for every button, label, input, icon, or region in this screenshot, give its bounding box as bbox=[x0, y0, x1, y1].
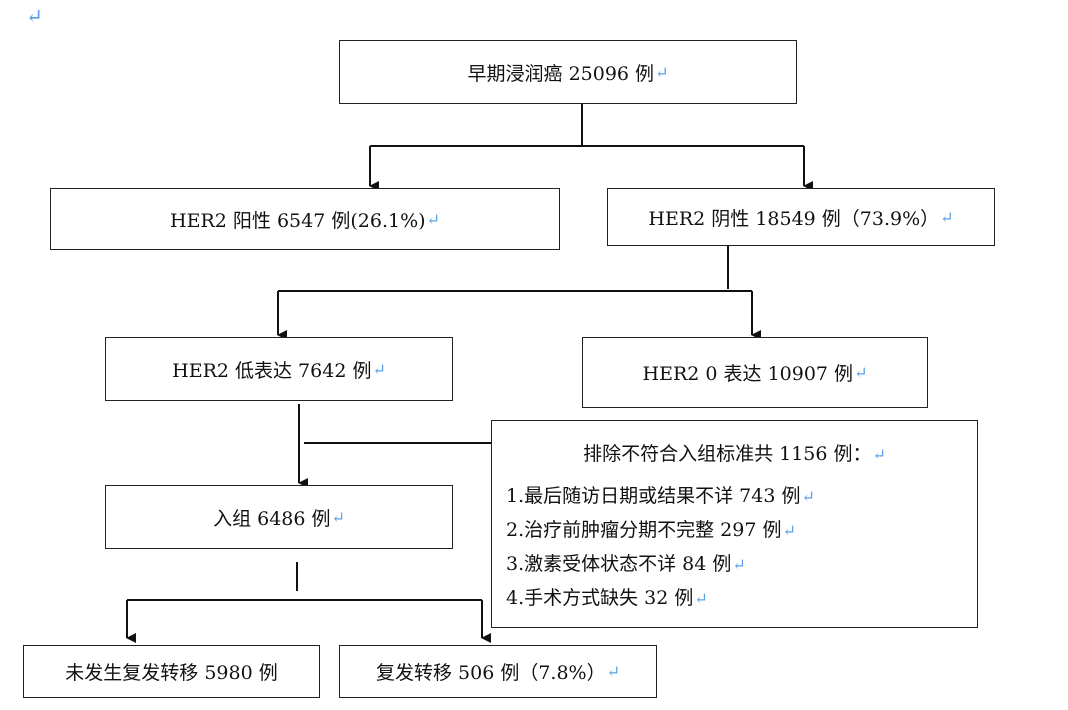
paragraph-mark-icon: ↵ bbox=[801, 487, 815, 506]
exclusion-title: 排除不符合入组标准共 1156 例：↵ bbox=[583, 443, 886, 465]
exclusion-item: 4.手术方式缺失 32 例↵ bbox=[506, 587, 708, 609]
paragraph-mark-icon: ↵ bbox=[655, 62, 669, 82]
her2-low-box: HER2 低表达 7642 例↵ bbox=[105, 337, 453, 401]
her2-zero-label: HER2 0 表达 10907 例 bbox=[642, 363, 854, 385]
her2-low-label: HER2 低表达 7642 例 bbox=[172, 359, 372, 382]
paragraph-mark-icon: ↵ bbox=[331, 507, 345, 527]
recurrence-label: 复发转移 506 例（7.8%） bbox=[375, 662, 606, 684]
paragraph-mark-icon: ↵ bbox=[426, 209, 440, 229]
paragraph-mark-icon: ↵ bbox=[372, 359, 386, 379]
paragraph-mark-icon: ↵ bbox=[694, 589, 708, 608]
her2-positive-box: HER2 阳性 6547 例(26.1%)↵ bbox=[50, 188, 560, 250]
paragraph-mark-icon: ↵ bbox=[26, 4, 43, 28]
paragraph-mark-icon: ↵ bbox=[782, 521, 796, 540]
paragraph-mark-icon: ↵ bbox=[872, 445, 886, 464]
her2-positive-label: HER2 阳性 6547 例(26.1%) bbox=[170, 209, 426, 232]
no-recurrence-label: 未发生复发转移 5980 例 bbox=[65, 662, 278, 684]
total-cases-label: 早期浸润癌 25096 例 bbox=[467, 62, 655, 85]
paragraph-mark-icon: ↵ bbox=[854, 363, 868, 382]
enrolled-box: 入组 6486 例↵ bbox=[105, 485, 453, 549]
enrolled-label: 入组 6486 例 bbox=[213, 507, 331, 530]
total-cases-box: 早期浸润癌 25096 例↵ bbox=[339, 40, 797, 104]
exclusion-item: 1.最后随访日期或结果不详 743 例↵ bbox=[506, 485, 815, 507]
her2-negative-label: HER2 阴性 18549 例（73.9%） bbox=[648, 207, 940, 230]
no-recurrence-box: 未发生复发转移 5980 例 bbox=[23, 645, 320, 698]
her2-zero-box: HER2 0 表达 10907 例↵ bbox=[582, 337, 928, 408]
exclusion-item: 3.激素受体状态不详 84 例↵ bbox=[506, 553, 746, 575]
paragraph-mark-icon: ↵ bbox=[606, 662, 621, 681]
recurrence-box: 复发转移 506 例（7.8%）↵ bbox=[339, 645, 657, 698]
paragraph-mark-icon: ↵ bbox=[940, 207, 954, 227]
exclusion-criteria-box: 排除不符合入组标准共 1156 例：↵ 1.最后随访日期或结果不详 743 例↵… bbox=[491, 420, 978, 628]
paragraph-mark-icon: ↵ bbox=[732, 555, 746, 574]
exclusion-item: 2.治疗前肿瘤分期不完整 297 例↵ bbox=[506, 519, 796, 541]
her2-negative-box: HER2 阴性 18549 例（73.9%）↵ bbox=[607, 188, 995, 246]
